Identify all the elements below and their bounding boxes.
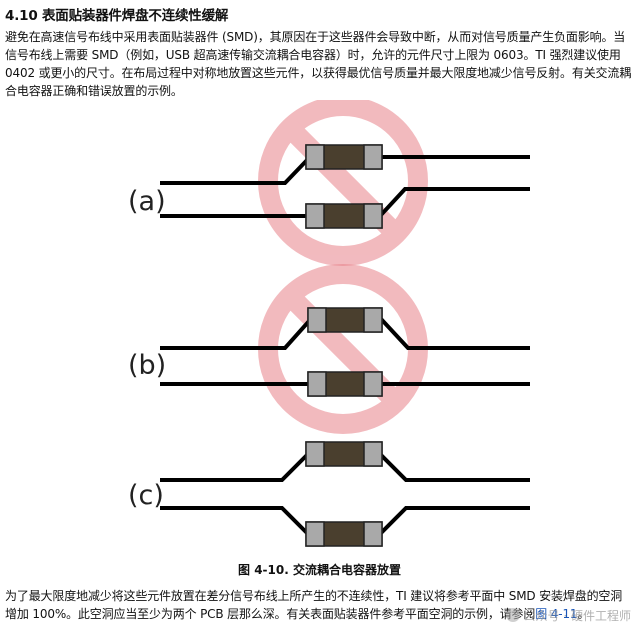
closing-text: 为了最大限度地减少将这些元件放置在差分信号布线上所产生的不连续性，TI 建议将参… xyxy=(5,589,623,621)
prohibited-sign xyxy=(258,100,428,266)
panel-label-b: (b) xyxy=(128,350,166,381)
capacitor xyxy=(305,441,383,467)
panel-a: (a) xyxy=(128,100,530,266)
capacitor xyxy=(305,521,383,547)
capacitor xyxy=(305,203,383,229)
panel-label-c: (c) xyxy=(128,480,164,511)
capacitor xyxy=(307,307,383,333)
figure-link[interactable]: 图 4-11 xyxy=(535,607,578,621)
wechat-icon xyxy=(505,608,520,622)
capacitor-placement-figure: (a) (b) xyxy=(128,100,530,547)
section-title: 4.10 表面贴装器件焊盘不连续性缓解 xyxy=(5,8,229,24)
panel-label-a: (a) xyxy=(128,186,166,217)
intro-paragraph: 避免在高速信号布线中采用表面贴装器件 (SMD)，其原因在于这些器件会导致中断，… xyxy=(5,30,632,98)
watermark: 公众号 · 硬件工程师 xyxy=(505,607,631,624)
trace-top xyxy=(160,155,530,185)
closing-text-end: 。 xyxy=(577,607,590,621)
capacitor xyxy=(307,371,383,397)
trace-bottom xyxy=(160,187,530,218)
prohibited-sign xyxy=(258,264,428,434)
capacitor xyxy=(305,144,383,170)
watermark-text: 公众号 · 硬件工程师 xyxy=(523,609,631,623)
figure-caption: 图 4-10. 交流耦合电容器放置 xyxy=(238,563,401,577)
closing-paragraph: 为了最大限度地减少将这些元件放置在差分信号布线上所产生的不连续性，TI 建议将参… xyxy=(5,587,633,623)
panel-b: (b) xyxy=(128,264,530,434)
panel-c: (c) xyxy=(128,441,530,547)
